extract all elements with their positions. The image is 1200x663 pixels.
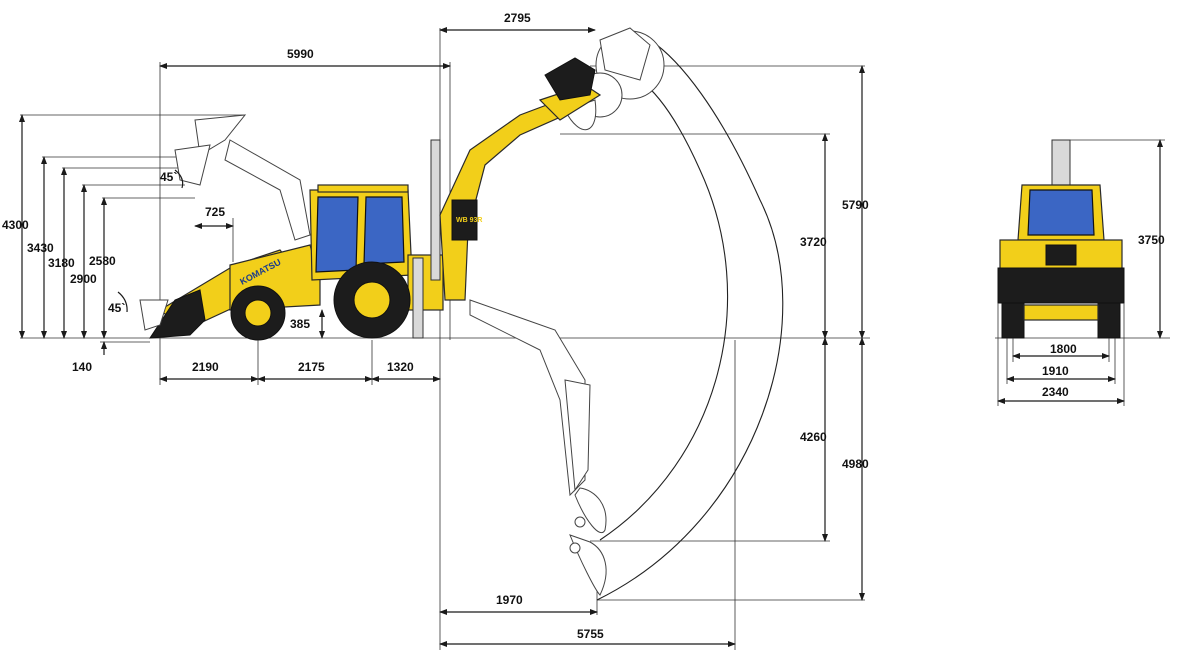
backhoe-bucket — [544, 57, 596, 101]
ghost-loader-raised — [174, 114, 311, 241]
dim-label-3720: 3720 — [800, 235, 827, 249]
dim-label-4260: 4260 — [800, 430, 827, 444]
front-grille — [1045, 244, 1077, 266]
front-windscreen — [1027, 189, 1095, 236]
dim-label-4300: 4300 — [2, 218, 29, 232]
dim-label-140: 140 — [72, 360, 92, 374]
cab-window-front — [315, 196, 359, 273]
dim-label-3750: 3750 — [1138, 233, 1165, 247]
front-right-tire — [1097, 302, 1121, 339]
front-view-machine — [997, 139, 1125, 339]
angle-arc-top — [174, 169, 184, 189]
stabilizer — [412, 257, 424, 339]
dim-label-5755: 5755 — [577, 627, 604, 641]
dim-label-3180: 3180 — [48, 256, 75, 270]
dim-label-4980: 4980 — [842, 457, 869, 471]
dig-arc-outer — [596, 39, 784, 601]
rear-hub — [353, 281, 391, 319]
front-bucket — [997, 267, 1125, 304]
backhoe-machine: KOMATSU WB 93R — [139, 57, 602, 341]
angle-label-bottom: 45` — [108, 301, 125, 315]
swing-post — [430, 139, 441, 281]
cab-roof — [317, 184, 409, 193]
front-axle — [1023, 304, 1099, 321]
dim-label-1910: 1910 — [1042, 364, 1069, 378]
dim-label-2795: 2795 — [504, 11, 531, 25]
cab-window-side — [363, 196, 405, 265]
dim-label-2175: 2175 — [298, 360, 325, 374]
front-boom — [1051, 139, 1071, 186]
dim-label-1800: 1800 — [1050, 342, 1077, 356]
ghost-arm-down — [469, 299, 607, 596]
dim-label-1320: 1320 — [387, 360, 414, 374]
boom-decal — [451, 199, 478, 241]
model-label: WB 93R — [456, 217, 482, 224]
front-left-tire — [1001, 302, 1025, 339]
dim-label-2900: 2900 — [70, 272, 97, 286]
front-hub — [244, 299, 272, 327]
angle-arc-bottom — [117, 291, 128, 313]
dim-label-1970: 1970 — [496, 593, 523, 607]
backhoe-boom — [439, 99, 566, 301]
dim-label-5790: 5790 — [842, 198, 869, 212]
dim-label-3430: 3430 — [27, 241, 54, 255]
dim-label-5990: 5990 — [287, 47, 314, 61]
dig-arc-inner — [599, 79, 729, 541]
dim-label-725: 725 — [205, 205, 225, 219]
dim-label-2340: 2340 — [1042, 385, 1069, 399]
dim-label-2580: 2580 — [89, 254, 116, 268]
dim-label-2190: 2190 — [192, 360, 219, 374]
loader-bucket-alt — [139, 299, 169, 331]
loader-bucket — [149, 289, 206, 339]
dim-label-385: 385 — [290, 317, 310, 331]
angle-label-top: 45` — [160, 170, 177, 184]
